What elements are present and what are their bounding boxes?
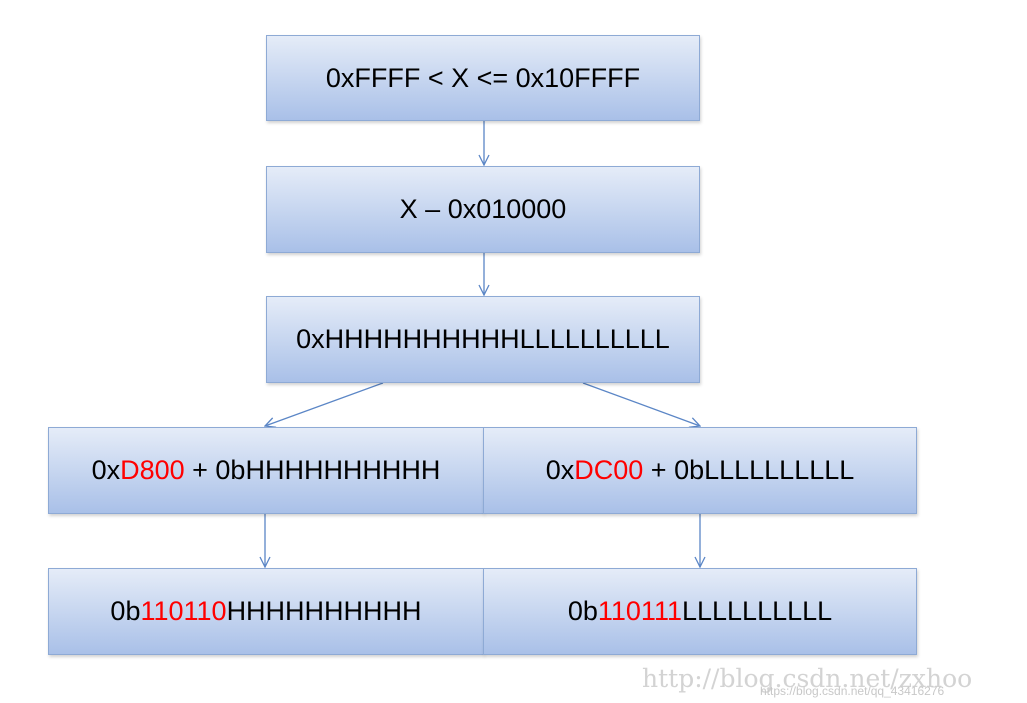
high-calc-text: 0xD800 + 0bHHHHHHHHHH — [92, 455, 441, 486]
low-result-box: 0b110111LLLLLLLLLL — [483, 568, 917, 655]
subtract-text: X – 0x010000 — [399, 194, 567, 224]
high-result-bits: 110110 — [140, 596, 227, 626]
low-result-bits: 110111 — [597, 596, 682, 626]
range-text: 0xFFFF < X <= 0x10FFFF — [325, 62, 641, 93]
bits-box: 0xHHHHHHHHHHLLLLLLLLLL — [266, 296, 700, 383]
high-calc-prefix: 0x — [91, 455, 121, 485]
low-calc-hex: DC00 — [574, 455, 644, 485]
high-calc-hex: D800 — [120, 455, 185, 485]
low-calc-text: 0xDC00 + 0bLLLLLLLLLL — [546, 455, 855, 486]
subtract-box: X – 0x010000 — [266, 166, 700, 253]
low-result-prefix: 0b — [567, 596, 598, 626]
low-calc-box: 0xDC00 + 0bLLLLLLLLLL — [483, 427, 917, 514]
bits-text: 0xHHHHHHHHHHLLLLLLLLLL — [296, 324, 670, 354]
arrow-bits-to-low — [582, 382, 700, 426]
low-calc-suffix: + 0bLLLLLLLLLL — [643, 455, 855, 485]
low-result-suffix: LLLLLLLLLL — [681, 596, 833, 626]
high-calc-suffix: + 0bHHHHHHHHHH — [184, 455, 441, 485]
range-box: 0xFFFF < X <= 0x10FFFF — [266, 35, 700, 121]
high-result-text: 0b110110HHHHHHHHHH — [110, 596, 421, 627]
high-result-suffix: HHHHHHHHHH — [226, 596, 422, 626]
watermark-main: http://blog.csdn.net/zxhoo — [642, 664, 973, 693]
high-result-box: 0b110110HHHHHHHHHH — [48, 568, 484, 655]
low-calc-prefix: 0x — [545, 455, 575, 485]
low-result-text: 0b110111LLLLLLLLLL — [568, 596, 832, 627]
watermark-small: https://blog.csdn.net/qq_43416276 — [760, 684, 945, 698]
high-calc-box: 0xD800 + 0bHHHHHHHHHH — [48, 427, 484, 514]
arrow-bits-to-high — [265, 382, 384, 426]
high-result-prefix: 0b — [110, 596, 141, 626]
